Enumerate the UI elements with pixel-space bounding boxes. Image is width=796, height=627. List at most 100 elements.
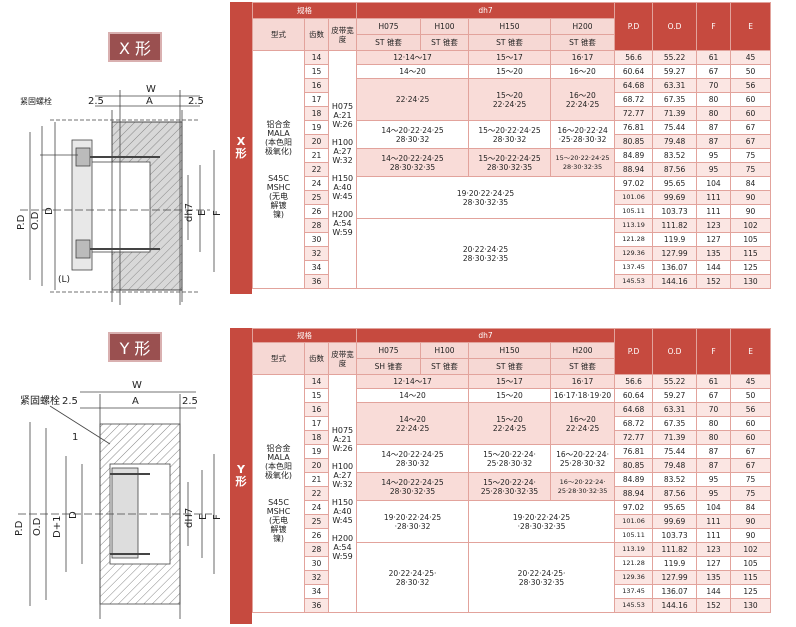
x-od-cell: 144.16 — [652, 274, 698, 289]
y-teeth-cell: 30 — [304, 556, 329, 571]
x-hdr-h100: H100 — [420, 18, 470, 35]
x-teeth-cell: 25 — [304, 190, 329, 205]
x-teeth-cell: 19 — [304, 120, 329, 135]
y-bore-cell: 15～20·22·24·25·28·30·32 — [468, 444, 552, 473]
y-f-cell: 87 — [696, 458, 732, 473]
x-od-cell: 119.9 — [652, 232, 698, 247]
x-od-cell: 136.07 — [652, 260, 698, 275]
y-hdr-e: E — [730, 328, 772, 375]
y-bore-text: 22·24·25 — [565, 423, 600, 433]
y-type-line: 极氧化) — [264, 471, 293, 480]
x-teeth-cell: 22 — [304, 162, 329, 177]
x-od-cell: 59.27 — [652, 64, 698, 79]
x-hdr-dh7: dh7 — [356, 2, 616, 19]
y-bore-text: 28·30·32 — [395, 577, 430, 587]
x-hdr-h075-sub: ST 锥套 — [356, 34, 422, 51]
x-dim-left-gap: 2.5 — [88, 96, 104, 107]
x-teeth-cell: 30 — [304, 232, 329, 247]
y-bore-cell: 14～20 — [356, 388, 470, 403]
x-spec-table: 规格 dh7 P.D O.D F E 型式 齿数 皮带宽度 H075 H100 … — [251, 2, 772, 289]
y-type-line: 解镀 — [270, 525, 287, 534]
y-hdr-dh7: dh7 — [356, 328, 616, 343]
y-type-label: Y 形 — [108, 332, 162, 362]
y-belt-line: A:54 — [333, 543, 352, 552]
x-dim-od: O.D — [30, 211, 41, 230]
y-e-cell: 90 — [730, 528, 772, 543]
y-pd-cell: 68.72 — [614, 416, 654, 431]
y-belt-line: W:45 — [332, 516, 353, 525]
x-e-cell: 75 — [730, 148, 772, 163]
x-e-cell: 84 — [730, 176, 772, 191]
y-pd-cell: 137.45 — [614, 584, 654, 599]
x-f-cell: 80 — [696, 92, 732, 107]
y-drawing: W A 2.5 2.5 紧固螺栓 1 P.D O.D D+1 D dH7 E F — [14, 380, 223, 619]
x-hdr-teeth: 齿数 — [304, 18, 329, 51]
y-dim-pd: P.D — [14, 520, 25, 536]
x-bore-text: 14～20 — [399, 67, 426, 76]
x-bore-cell: 16～20 — [550, 64, 616, 79]
x-bore-text: 22·24·25 — [565, 99, 600, 109]
x-od-cell: 99.69 — [652, 190, 698, 205]
x-e-cell: 105 — [730, 232, 772, 247]
x-pd-cell: 60.64 — [614, 64, 654, 79]
y-belt-line — [330, 453, 356, 462]
y-bore-cell: 20·22·24·25·28·30·32·35 — [468, 542, 616, 613]
y-bore-text: 25·28·30·32 — [486, 458, 533, 468]
y-f-cell: 135 — [696, 570, 732, 585]
y-hdr-h200-sub: ST 锥套 — [550, 358, 616, 375]
y-bore-cell: 16·17·18·19·20 — [550, 388, 616, 403]
x-bore-cell: 15～17 — [468, 50, 552, 65]
x-bore-text: 15～20·22·24·25 — [478, 153, 541, 163]
y-bore-text: 25·28·30·32·35 — [557, 486, 608, 495]
x-e-cell: 102 — [730, 218, 772, 233]
y-e-cell: 60 — [730, 416, 772, 431]
x-e-cell: 115 — [730, 246, 772, 261]
y-belt-line: A:21 — [333, 435, 352, 444]
y-bore-text: 16～20·22·24· — [556, 449, 609, 459]
y-od-cell: 127.99 — [652, 570, 698, 585]
x-f-cell: 67 — [696, 64, 732, 79]
y-bore-text: 20·22·24·25· — [517, 568, 566, 578]
x-dim-a: A — [146, 96, 153, 107]
x-bore-cell: 16～20·22·24·25·28·30·32 — [550, 120, 616, 149]
y-teeth-cell: 28 — [304, 542, 329, 557]
y-bore-cell: 12·14～17 — [356, 374, 470, 389]
y-bore-text: ·28·30·32 — [394, 521, 431, 531]
y-belt-line: H200 — [331, 534, 354, 543]
y-e-cell: 75 — [730, 472, 772, 487]
x-e-cell: 60 — [730, 106, 772, 121]
x-type-line: S45C — [268, 174, 289, 183]
x-hdr-h150-sub: ST 锥套 — [468, 34, 552, 51]
y-bore-text: 16～20 — [569, 414, 596, 424]
y-e-cell: 125 — [730, 584, 772, 599]
y-hdr-teeth: 齿数 — [304, 342, 329, 375]
x-teeth-cell: 16 — [304, 78, 329, 93]
y-bore-cell: 19·20·22·24·25·28·30·32·35 — [468, 500, 616, 543]
y-bore-text: 16～20·22·24· — [559, 477, 606, 486]
y-bore-cell: 15～17 — [468, 374, 552, 389]
y-type-line: (本色阳 — [264, 462, 293, 471]
y-bore-cell: 19·20·22·24·25·28·30·32 — [356, 500, 470, 543]
x-dim-d: D — [44, 207, 55, 215]
y-type-line: 镍) — [272, 534, 285, 543]
x-e-cell: 56 — [730, 78, 772, 93]
y-bore-text: 28·30·32·35 — [389, 486, 436, 496]
x-bore-text: 20·22·24·25 — [462, 244, 509, 254]
y-f-cell: 152 — [696, 598, 732, 613]
y-od-cell: 103.73 — [652, 528, 698, 543]
y-pd-cell: 105.11 — [614, 528, 654, 543]
